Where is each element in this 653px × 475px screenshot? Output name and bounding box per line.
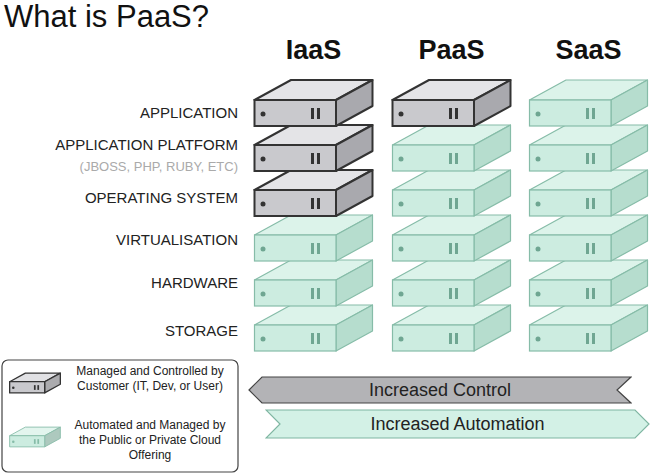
server-icon — [255, 170, 373, 216]
band-text-holder: Increased Automation — [265, 409, 650, 439]
server-icon — [255, 125, 373, 171]
server-icon — [530, 80, 648, 126]
layer-label: VIRTUALISATION — [0, 231, 238, 249]
server-icon — [530, 215, 648, 261]
swatch-part — [10, 436, 45, 447]
server-icon — [530, 125, 648, 171]
server-icon — [255, 305, 373, 351]
server-icon — [393, 260, 511, 306]
server-icon — [393, 80, 511, 126]
band-shape — [266, 410, 649, 438]
band-text-holder: Increased Control — [248, 376, 632, 404]
swatch-part — [37, 385, 39, 390]
band-text: Increased Automation — [370, 414, 544, 435]
layer-label: OPERATING SYSTEM — [0, 189, 238, 207]
band-shape — [249, 377, 631, 403]
diagram-title: What is PaaS? — [4, 0, 209, 36]
legend-text: Managed and Controlled by Customer (IT, … — [66, 364, 234, 394]
band-text: Increased Control — [369, 380, 511, 401]
server-icon — [393, 125, 511, 171]
iaas-stack — [255, 80, 373, 351]
legend-frame — [2, 360, 238, 472]
control-arrow: Increased Control — [248, 376, 632, 404]
column-header: SaaS — [528, 32, 649, 68]
layer-label: APPLICATION — [0, 104, 238, 122]
swatch-part — [10, 382, 45, 393]
server-icon — [393, 215, 511, 261]
layer-label: HARDWARE — [0, 274, 238, 292]
swatch-part — [34, 385, 36, 390]
paas-stack — [393, 80, 511, 351]
column-header: PaaS — [391, 32, 512, 68]
legend-swatch — [9, 370, 61, 396]
layer-label: STORAGE — [0, 322, 238, 340]
swatch-part — [12, 440, 15, 443]
server-icon — [393, 170, 511, 216]
server-icon — [255, 260, 373, 306]
server-icon — [530, 260, 648, 306]
layer-examples: (JBOSS, PHP, RUBY, ETC) — [0, 158, 238, 176]
saas-stack — [530, 80, 648, 351]
server-icon — [255, 215, 373, 261]
swatch-part — [34, 439, 36, 444]
server-icon — [255, 80, 373, 126]
server-icon — [393, 305, 511, 351]
swatch-part — [12, 386, 15, 389]
server-icon — [530, 170, 648, 216]
automation-arrow: Increased Automation — [265, 409, 650, 439]
legend-text: Automated and Managed by the Public or P… — [66, 418, 234, 463]
column-header: IaaS — [253, 32, 374, 68]
swatch-part — [45, 373, 61, 393]
layer-label: APPLICATION PLATFORM — [0, 136, 238, 154]
swatch-part — [45, 427, 61, 447]
legend-swatch — [9, 424, 61, 450]
server-icon — [530, 305, 648, 351]
swatch-part — [37, 439, 39, 444]
